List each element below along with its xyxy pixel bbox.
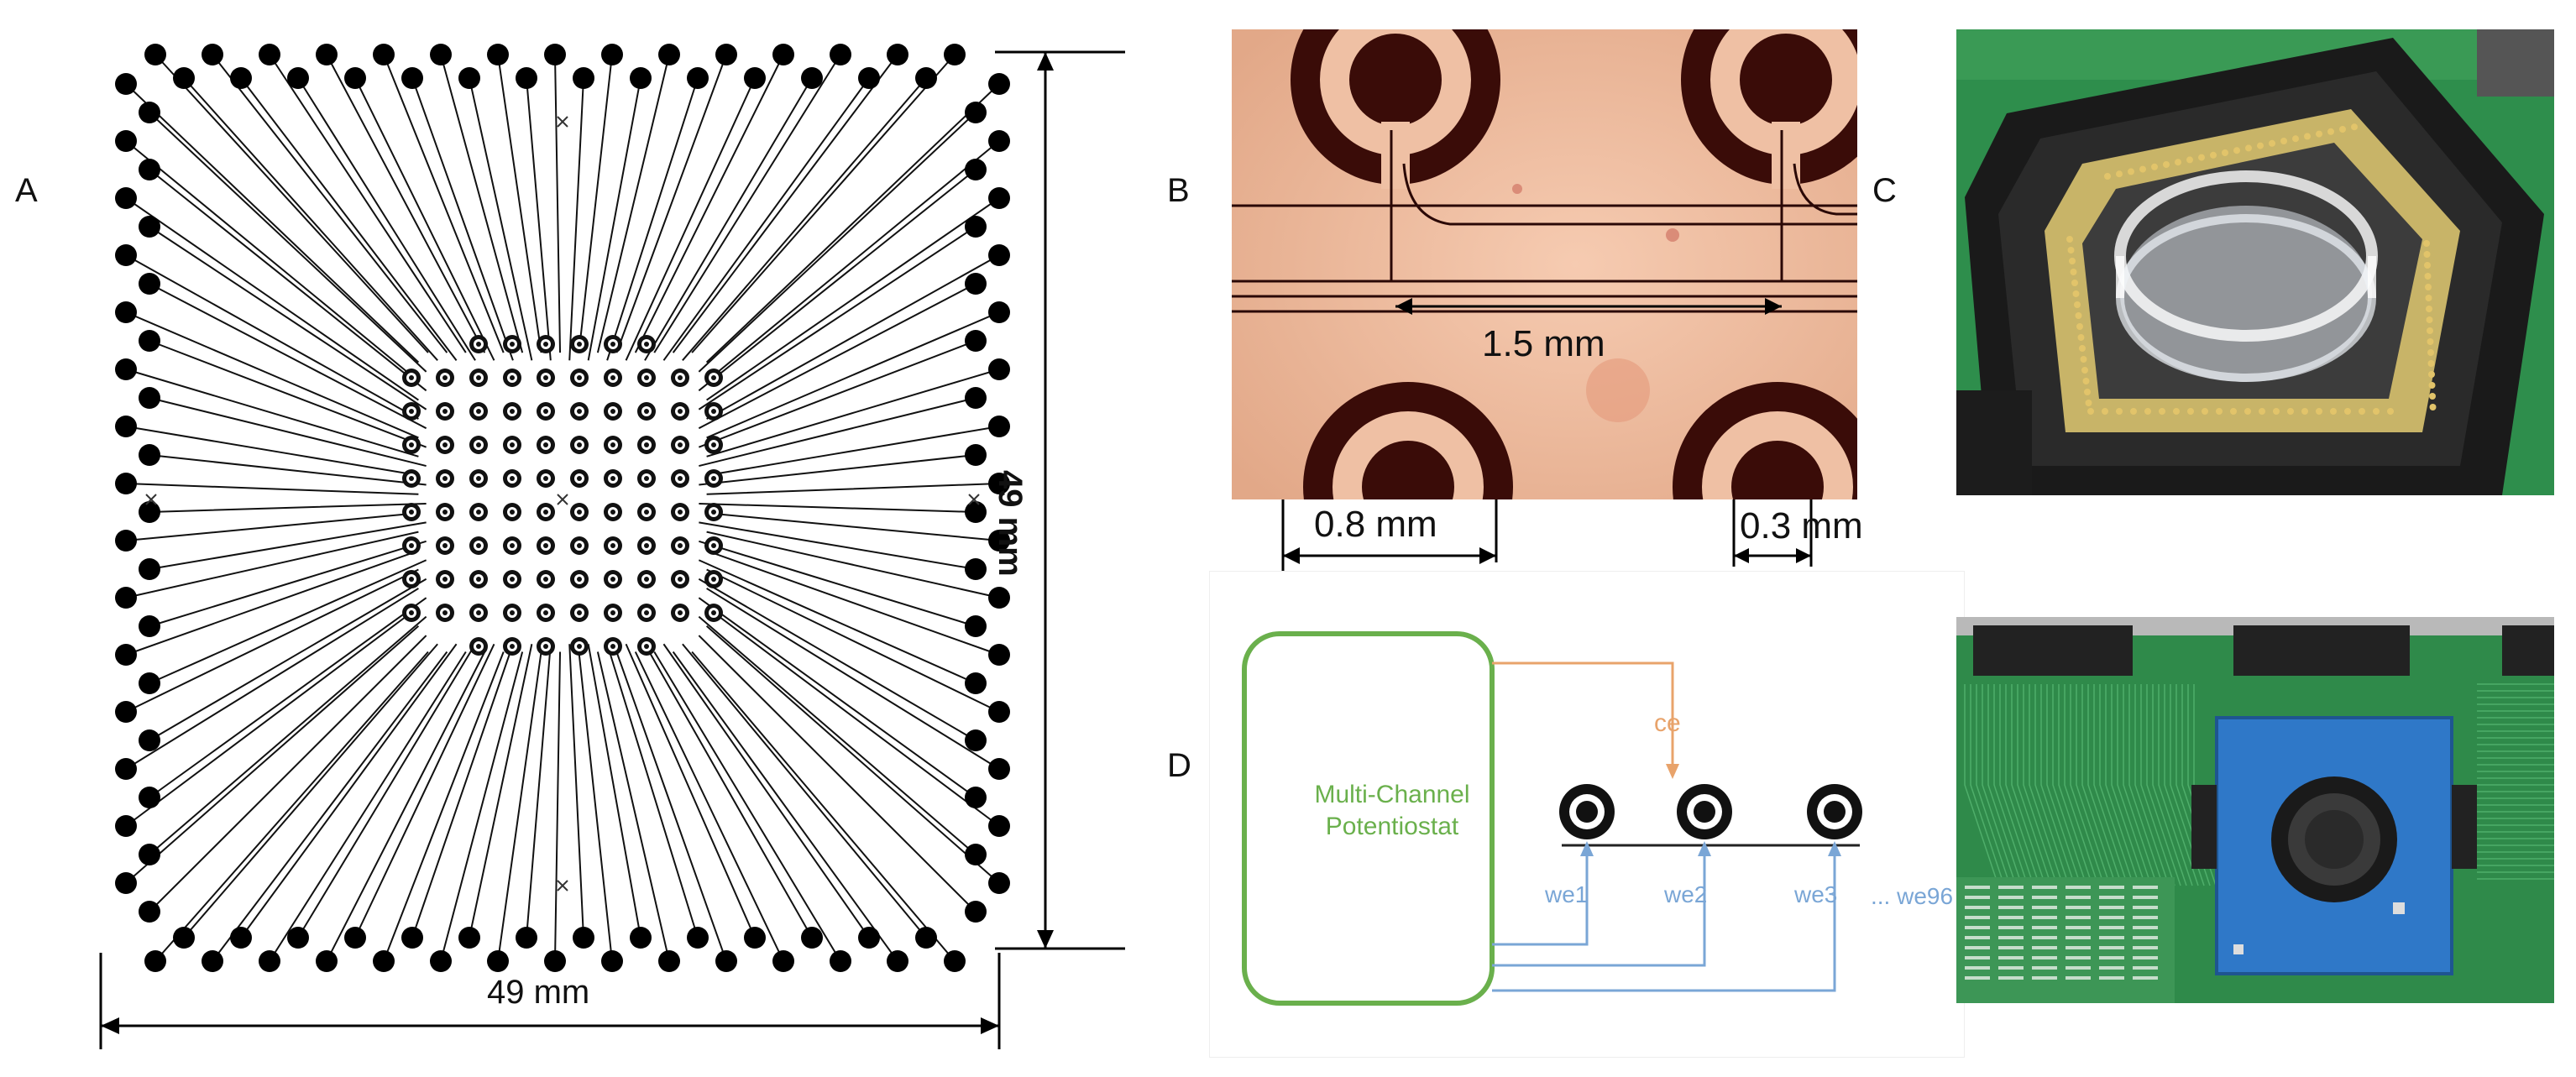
panel-letter-a: A xyxy=(15,172,38,209)
electrode-ring-bottom-right xyxy=(1673,382,1857,499)
chip-layout-diagram xyxy=(101,25,1024,982)
electrode-ring-bottom-left xyxy=(1303,382,1513,499)
dimension-lines-b xyxy=(1281,499,1813,575)
chip-socket-photo xyxy=(1956,29,2554,495)
pcb-silkscreen xyxy=(1965,886,2158,980)
pitch-label: 1.5 mm xyxy=(1482,323,1605,364)
electrode-micrograph xyxy=(1232,29,1857,499)
we2-label: we2 xyxy=(1664,881,1708,907)
pcb-fixture-photo xyxy=(1956,617,2554,1003)
pitch-dimension-arrow xyxy=(1395,298,1782,315)
dimension-lines-a xyxy=(99,50,1125,1049)
we3-label: we3 xyxy=(1794,881,1838,907)
pcb-traces xyxy=(1964,683,2554,886)
electrode-symbol-3 xyxy=(1807,784,1862,839)
electrode-symbol-1 xyxy=(1559,784,1615,839)
potentiostat-label-line1: Multi-Channel xyxy=(1314,781,1470,808)
ce-label: ce xyxy=(1654,709,1681,737)
height-dimension-label: 49 mm xyxy=(992,470,1029,577)
outer-diameter-label: 0.8 mm xyxy=(1314,504,1437,545)
wiring-schematic xyxy=(1209,571,1965,1058)
potentiostat-box xyxy=(1242,631,1495,1006)
counter-electrode-line xyxy=(1492,661,1674,766)
electrode-ring-top-right xyxy=(1681,29,1857,189)
gold-pins xyxy=(2066,123,2437,415)
panel-letter-b: B xyxy=(1167,172,1190,209)
we1-label: we1 xyxy=(1545,881,1589,907)
electrode-symbol-2 xyxy=(1677,784,1732,839)
working-electrode-lines xyxy=(1492,856,1836,992)
potentiostat-label-line2: Potentiostat xyxy=(1325,813,1459,840)
width-dimension-label: 49 mm xyxy=(487,974,590,1011)
chip-pattern xyxy=(115,44,1010,972)
micro-traces xyxy=(1232,130,1857,313)
we96-label: ... we96 xyxy=(1871,883,1954,909)
panel-letter-c: C xyxy=(1872,172,1897,209)
inner-diameter-label: 0.3 mm xyxy=(1740,505,1863,546)
panel-letter-d: D xyxy=(1167,747,1191,784)
